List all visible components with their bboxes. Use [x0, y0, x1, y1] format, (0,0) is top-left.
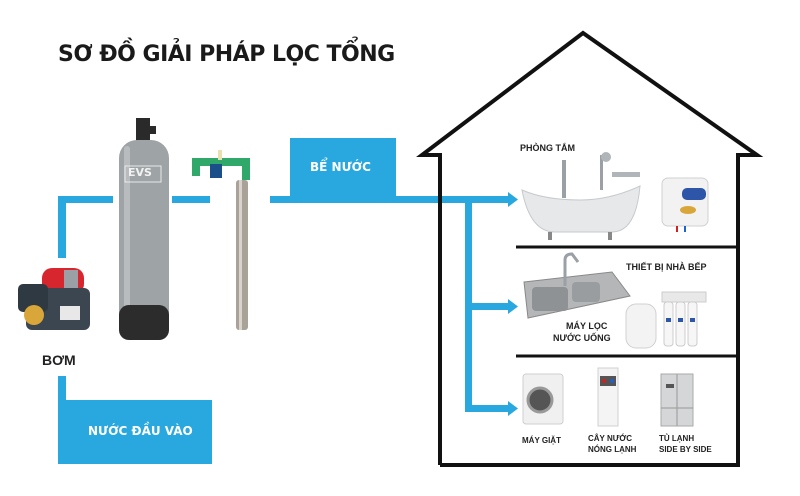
dispenser-label-line1: CÂY NƯỚC [588, 434, 632, 443]
pump-label: BƠM [42, 352, 76, 368]
filter-brand: EVS [128, 166, 152, 179]
water-dispenser-icon [597, 367, 619, 427]
fridge-label-line1: TỦ LẠNH [659, 434, 695, 443]
water-heater-icon [661, 177, 709, 232]
source-box-stem [58, 376, 66, 402]
pipe-laundry [465, 405, 510, 412]
ro-purifier-icon [625, 291, 707, 349]
room-bathroom-label: PHÒNG TẮM [520, 143, 575, 153]
fridge-label-line2: SIDE BY SIDE [659, 445, 712, 454]
filter-tank-icon [119, 118, 169, 340]
arrow-laundry [508, 401, 518, 416]
bathtub-icon [521, 152, 641, 240]
house-outline [416, 30, 764, 467]
washing-machine-icon [522, 373, 564, 425]
uv-filter-icon [192, 150, 250, 330]
washing-machine-label: MÁY GIẶT [522, 436, 561, 445]
storage-label: BỂ NƯỚC [310, 160, 371, 174]
storage-box [290, 138, 396, 196]
pipe-kitchen [465, 303, 510, 310]
source-box [58, 400, 212, 464]
room-kitchen-label: THIẾT BỊ NHÀ BẾP [626, 262, 707, 272]
source-label: NƯỚC ĐẦU VÀO [88, 424, 193, 438]
refrigerator-icon [660, 373, 694, 427]
arrow-kitchen [508, 299, 518, 314]
page-title: SƠ ĐỒ GIẢI PHÁP LỌC TỔNG [58, 42, 395, 67]
pipe-main [270, 196, 510, 203]
ro-label-line1: MÁY LỌC [566, 321, 608, 331]
pipe-pump-up [58, 196, 66, 258]
pipe-pump-to-tank [58, 196, 113, 203]
pipe-tank-to-uv [172, 196, 210, 203]
arrow-bathroom [508, 192, 518, 207]
water-pump-icon [18, 268, 90, 330]
ro-label-line2: NƯỚC UỐNG [553, 333, 611, 343]
kitchen-sink-icon [523, 252, 631, 319]
dispenser-label-line2: NÓNG LẠNH [588, 445, 637, 454]
